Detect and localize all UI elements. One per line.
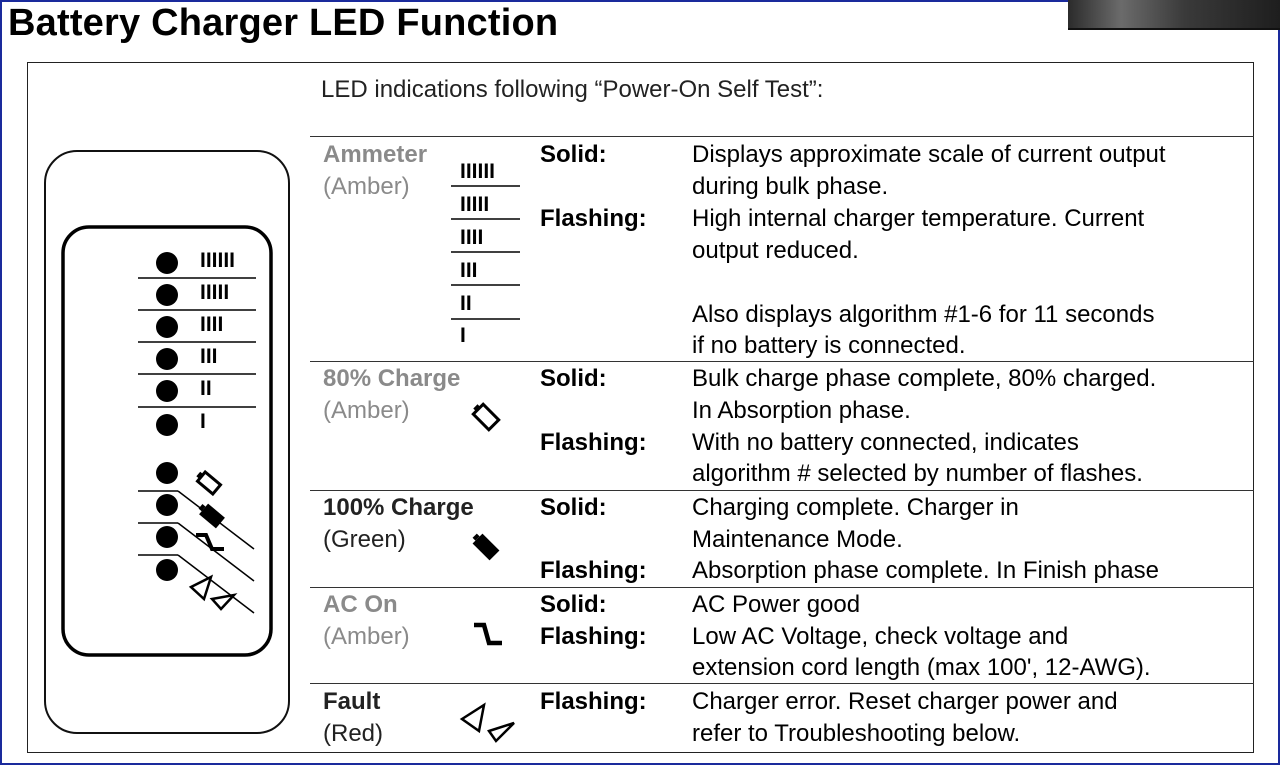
led-name: Ammeter bbox=[323, 141, 428, 168]
state-label: Flashing: bbox=[540, 688, 647, 715]
led-color: (Green) bbox=[323, 526, 406, 553]
led-color: (Amber) bbox=[323, 623, 410, 650]
state-text: Also displays algorithm #1-6 for 11 seco… bbox=[692, 301, 1155, 328]
state-text: Low AC Voltage, check voltage and bbox=[692, 623, 1069, 650]
state-label: Solid: bbox=[540, 141, 607, 168]
ac-plug-icon bbox=[196, 533, 224, 551]
ammeter-bar-label: III bbox=[460, 259, 478, 282]
led-name: 100% Charge bbox=[323, 494, 474, 521]
state-text: AC Power good bbox=[692, 591, 861, 618]
battery-outline-icon bbox=[471, 402, 501, 432]
state-text: Displays approximate scale of current ou… bbox=[692, 141, 1166, 168]
ac-plug-icon bbox=[474, 622, 502, 646]
state-text: In Absorption phase. bbox=[692, 397, 911, 424]
ammeter-bar-label: IIIII bbox=[460, 193, 490, 216]
led-bar-label: I bbox=[200, 410, 206, 433]
led-color: (Red) bbox=[323, 720, 384, 747]
ammeter-bar-label: IIIIII bbox=[460, 160, 496, 183]
status-led-column bbox=[138, 462, 255, 614]
state-label: Flashing: bbox=[540, 205, 647, 232]
state-label: Flashing: bbox=[540, 429, 647, 456]
led-dot bbox=[156, 252, 178, 274]
led-function-panel: IIIIII IIIII IIII III II I LED indicatio… bbox=[27, 62, 1254, 753]
charger-diagram bbox=[44, 150, 520, 743]
state-text: if no battery is connected. bbox=[692, 332, 966, 359]
row-divider bbox=[310, 136, 1254, 137]
ammeter-led-column bbox=[138, 252, 256, 436]
led-dot bbox=[156, 559, 178, 581]
state-text: Absorption phase complete. In Finish pha… bbox=[692, 557, 1159, 584]
led-dot bbox=[156, 316, 178, 338]
led-dot bbox=[156, 380, 178, 402]
row-divider bbox=[310, 490, 1254, 491]
led-bar-label: IIII bbox=[200, 313, 224, 336]
corner-photo bbox=[1068, 0, 1280, 30]
state-text: refer to Troubleshooting below. bbox=[692, 720, 1021, 747]
state-text: Bulk charge phase complete, 80% charged. bbox=[692, 365, 1157, 392]
state-text: High internal charger temperature. Curre… bbox=[692, 205, 1145, 232]
led-dot bbox=[156, 414, 178, 436]
row-divider bbox=[310, 587, 1254, 588]
led-dot bbox=[156, 348, 178, 370]
led-name: Fault bbox=[323, 688, 381, 715]
led-dot bbox=[156, 494, 178, 516]
battery-outline-icon bbox=[195, 469, 223, 497]
led-color: (Amber) bbox=[323, 397, 410, 424]
panel-heading: LED indications following “Power-On Self… bbox=[321, 76, 824, 103]
led-bar-label: III bbox=[200, 345, 218, 368]
row-divider bbox=[310, 361, 1254, 362]
led-dot bbox=[156, 462, 178, 484]
state-label: Solid: bbox=[540, 365, 607, 392]
page-title: Battery Charger LED Function bbox=[8, 2, 559, 44]
state-label: Flashing: bbox=[540, 557, 647, 584]
battery-filled-icon bbox=[198, 503, 225, 529]
state-text: during bulk phase. bbox=[692, 173, 889, 200]
state-text: Maintenance Mode. bbox=[692, 526, 903, 553]
led-dot bbox=[156, 526, 178, 548]
fault-triangles-icon bbox=[459, 702, 515, 743]
ammeter-bar-label: I bbox=[460, 324, 466, 347]
state-text: output reduced. bbox=[692, 237, 859, 264]
led-bar-label: IIIIII bbox=[200, 249, 236, 272]
ammeter-bar-label: II bbox=[460, 292, 472, 315]
state-text: With no battery connected, indicates bbox=[692, 429, 1079, 456]
led-name: 80% Charge bbox=[323, 365, 461, 392]
battery-filled-icon bbox=[472, 533, 500, 561]
state-text: Charging complete. Charger in bbox=[692, 494, 1019, 521]
state-text: extension cord length (max 100', 12-AWG)… bbox=[692, 654, 1151, 681]
state-label: Solid: bbox=[540, 494, 607, 521]
fault-triangles-icon bbox=[188, 574, 238, 611]
led-dot bbox=[156, 284, 178, 306]
ammeter-bar-label: IIII bbox=[460, 226, 484, 249]
state-label: Flashing: bbox=[540, 623, 647, 650]
row-divider bbox=[310, 683, 1254, 684]
led-color: (Amber) bbox=[323, 173, 410, 200]
state-label: Solid: bbox=[540, 591, 607, 618]
state-text: Charger error. Reset charger power and bbox=[692, 688, 1118, 715]
ammeter-bar-icons bbox=[451, 185, 520, 320]
led-bar-label: IIIII bbox=[200, 281, 230, 304]
state-text: algorithm # selected by number of flashe… bbox=[692, 460, 1143, 487]
led-name: AC On bbox=[323, 591, 398, 618]
led-bar-label: II bbox=[200, 377, 212, 400]
